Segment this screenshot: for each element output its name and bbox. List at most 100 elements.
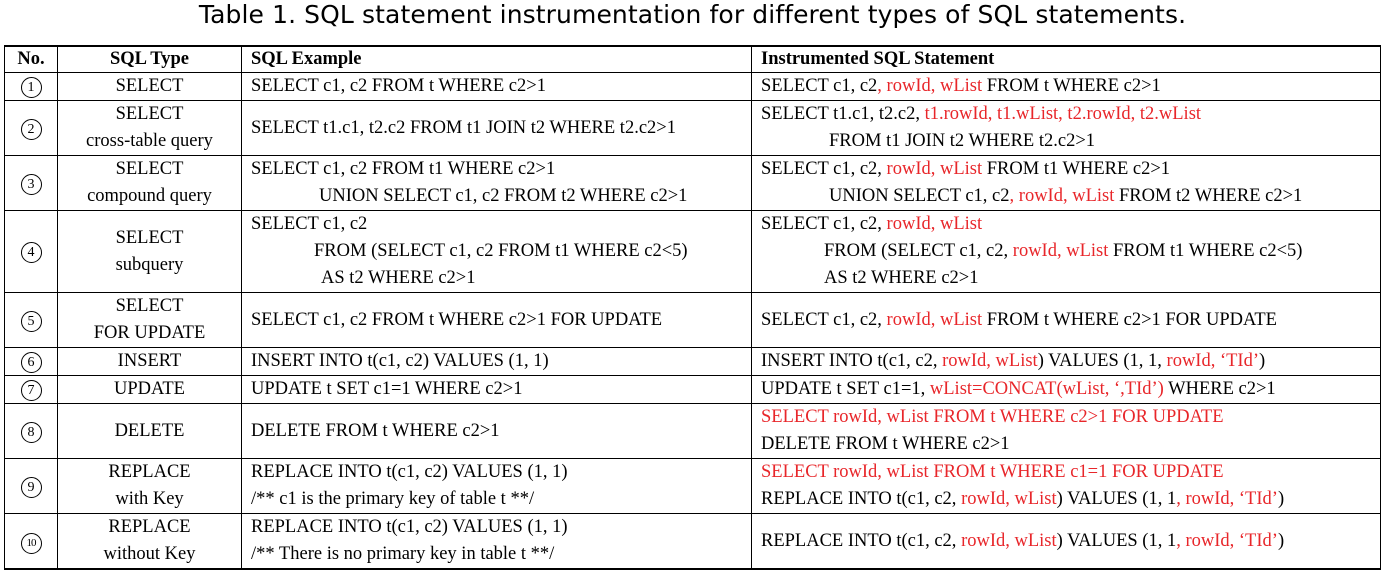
sql-example-cell: INSERT INTO t(c1, c2) VALUES (1, 1) <box>241 347 752 376</box>
original-sql-fragment: FROM t1 JOIN t2 WHERE t2.c2>1 <box>829 131 1096 151</box>
original-sql-fragment: SELECT c1, c2, <box>761 214 887 234</box>
circled-number: 6 <box>20 352 42 373</box>
instrumented-sql-cell: SELECT c1, c2, rowId, wList FROM t WHERE… <box>751 72 1381 101</box>
instrumented-sql-line: REPLACE INTO t(c1, c2, rowId, wList) VAL… <box>761 486 1380 513</box>
circled-number: 8 <box>20 421 42 443</box>
sql-type-line: compound query <box>87 186 212 206</box>
instrumentation-addition: rowId, wList <box>942 351 1038 371</box>
instrumented-sql-line: SELECT c1, c2, rowId, wList FROM t WHERE… <box>761 73 1380 100</box>
instrumentation-addition: , rowId, ‘TId’ <box>1176 530 1278 551</box>
header-no: No. <box>4 45 58 73</box>
sql-type-cell: DELETE <box>57 403 242 459</box>
sql-type-line: SELECT <box>115 159 184 179</box>
circled-number: 10 <box>20 532 42 554</box>
instrumentation-addition: rowId, wList <box>886 214 983 234</box>
original-sql-fragment: ) <box>1259 351 1266 371</box>
row-number-cell: 7 <box>4 375 58 404</box>
instrumented-sql-line: REPLACE INTO t(c1, c2, rowId, wList) VAL… <box>761 528 1380 555</box>
sql-type-line: REPLACE <box>108 462 191 482</box>
instrumented-sql-cell: SELECT t1.c1, t2.c2, t1.rowId, t1.wList,… <box>751 100 1381 156</box>
table-row: 6 INSERT INSERT INTO t(c1, c2) VALUES (1, … <box>4 347 1381 376</box>
instrumented-sql-line: DELETE FROM t WHERE c2>1 <box>761 431 1380 458</box>
original-sql-fragment: FROM (SELECT c1, c2, <box>824 241 1013 261</box>
original-sql-fragment: SELECT t1.c1, t2.c2, <box>761 104 925 124</box>
sql-type-line: INSERT <box>117 351 182 371</box>
sql-type-line: without Key <box>103 544 196 564</box>
original-sql-fragment: SELECT c1, c2, <box>761 159 887 179</box>
instrumented-sql-cell: SELECT rowId, wList FROM t WHERE c2>1 FO… <box>751 403 1381 459</box>
sql-type-line: UPDATE <box>114 379 185 399</box>
circled-number: 2 <box>20 118 42 140</box>
row-number-cell: 5 <box>4 292 58 348</box>
instrumented-sql-line: SELECT rowId, wList FROM t WHERE c1=1 FO… <box>761 459 1380 486</box>
instrumentation-addition: , rowId, wList <box>1009 186 1115 206</box>
row-number-cell: 6 <box>4 347 58 376</box>
instrumented-sql-line: AS t2 WHERE c2>1 <box>761 265 1380 292</box>
sql-type-line: SELECT <box>115 296 184 316</box>
instrumented-sql-line: SELECT c1, c2, rowId, wList FROM t WHERE… <box>761 307 1380 334</box>
instrumentation-addition: rowId, ‘TId’ <box>1166 351 1259 371</box>
sql-example-line: /** There is no primary key in table t *… <box>251 544 555 564</box>
circled-number: 9 <box>20 476 42 498</box>
sql-example-line: SELECT c1, c2 <box>251 214 368 234</box>
sql-example-line: INSERT INTO t(c1, c2) VALUES (1, 1) <box>251 351 549 371</box>
original-sql-fragment: AS t2 WHERE c2>1 <box>824 268 979 288</box>
original-sql-fragment: ) VALUES (1, 1 <box>1056 530 1177 551</box>
sql-type-cell: SELECT compound query <box>57 155 242 211</box>
table-row: 1 SELECT SELECT c1, c2 FROM t WHERE c2>1 SE… <box>4 72 1381 101</box>
sql-example-line: /** c1 is the primary key of table t **/ <box>251 489 535 509</box>
original-sql-fragment: UNION SELECT c1, c2 <box>829 186 1010 206</box>
sql-type-cell: SELECT cross-table query <box>57 100 242 156</box>
header-row: No. SQL Type SQL Example Instrumented SQ… <box>4 45 1381 73</box>
instrumentation-addition: , rowId, ‘TId’ <box>1176 489 1278 509</box>
instrumented-sql-line: UNION SELECT c1, c2, rowId, wList FROM t… <box>761 183 1380 210</box>
instrumentation-addition: , rowId, wList <box>877 76 983 96</box>
sql-type-line: cross-table query <box>86 131 213 151</box>
sql-example-line: SELECT t1.c1, t2.c2 FROM t1 JOIN t2 WHER… <box>251 117 676 138</box>
instrumented-sql-line: FROM (SELECT c1, c2, rowId, wList FROM t… <box>761 238 1380 265</box>
instrumentation-addition: rowId, wList <box>886 309 983 330</box>
instrumentation-addition: rowId, wList <box>961 489 1057 509</box>
row-number-cell: 2 <box>4 100 58 156</box>
circled-number: 3 <box>20 173 42 195</box>
row-number-cell: 10 <box>4 513 58 570</box>
instrumented-sql-cell: SELECT c1, c2, rowId, wList FROM t1 WHER… <box>751 155 1381 211</box>
sql-type-line: FOR UPDATE <box>93 323 206 343</box>
sql-example-line: SELECT c1, c2 FROM t WHERE c2>1 <box>251 76 546 96</box>
row-number-cell: 8 <box>4 403 58 459</box>
sql-example-line: SELECT c1, c2 FROM t WHERE c2>1 FOR UPDA… <box>251 309 663 330</box>
sql-example-cell: SELECT t1.c1, t2.c2 FROM t1 JOIN t2 WHER… <box>241 100 752 156</box>
instrumentation-addition: rowId, wList <box>961 530 1057 551</box>
sql-type-line: SELECT <box>115 104 184 124</box>
row-number-cell: 1 <box>4 72 58 101</box>
instrumented-sql-line: SELECT c1, c2, rowId, wList <box>761 211 1380 238</box>
sql-type-line: SELECT <box>115 227 184 248</box>
table-row: 5 SELECT FOR UPDATE SELECT c1, c2 FROM t WH… <box>4 292 1381 348</box>
sql-example-cell: REPLACE INTO t(c1, c2) VALUES (1, 1)/** … <box>241 458 752 514</box>
header-instrumented: Instrumented SQL Statement <box>751 45 1381 73</box>
sql-example-cell: SELECT c1, c2 FROM t WHERE c2>1 FOR UPDA… <box>241 292 752 348</box>
original-sql-fragment: FROM t WHERE c2>1 <box>982 76 1161 96</box>
original-sql-fragment: FROM t1 WHERE c2>1 <box>982 159 1171 179</box>
original-sql-fragment: WHERE c2>1 <box>1163 379 1276 399</box>
original-sql-fragment: FROM t WHERE c2>1 FOR UPDATE <box>982 309 1277 330</box>
sql-example-cell: DELETE FROM t WHERE c2>1 <box>241 403 752 459</box>
sql-type-line: SELECT <box>115 76 184 96</box>
sql-instrumentation-table: No. SQL Type SQL Example Instrumented SQ… <box>4 45 1381 570</box>
original-sql-fragment: INSERT INTO t(c1, c2, <box>761 351 943 371</box>
instrumented-sql-line: SELECT c1, c2, rowId, wList FROM t1 WHER… <box>761 156 1380 183</box>
instrumentation-addition: SELECT rowId, wList FROM t WHERE c2>1 FO… <box>761 407 1224 427</box>
instrumented-sql-line: SELECT t1.c1, t2.c2, t1.rowId, t1.wList,… <box>761 101 1380 128</box>
sql-type-cell: SELECT <box>57 72 242 101</box>
original-sql-fragment: ) VALUES (1, 1, <box>1037 351 1167 371</box>
